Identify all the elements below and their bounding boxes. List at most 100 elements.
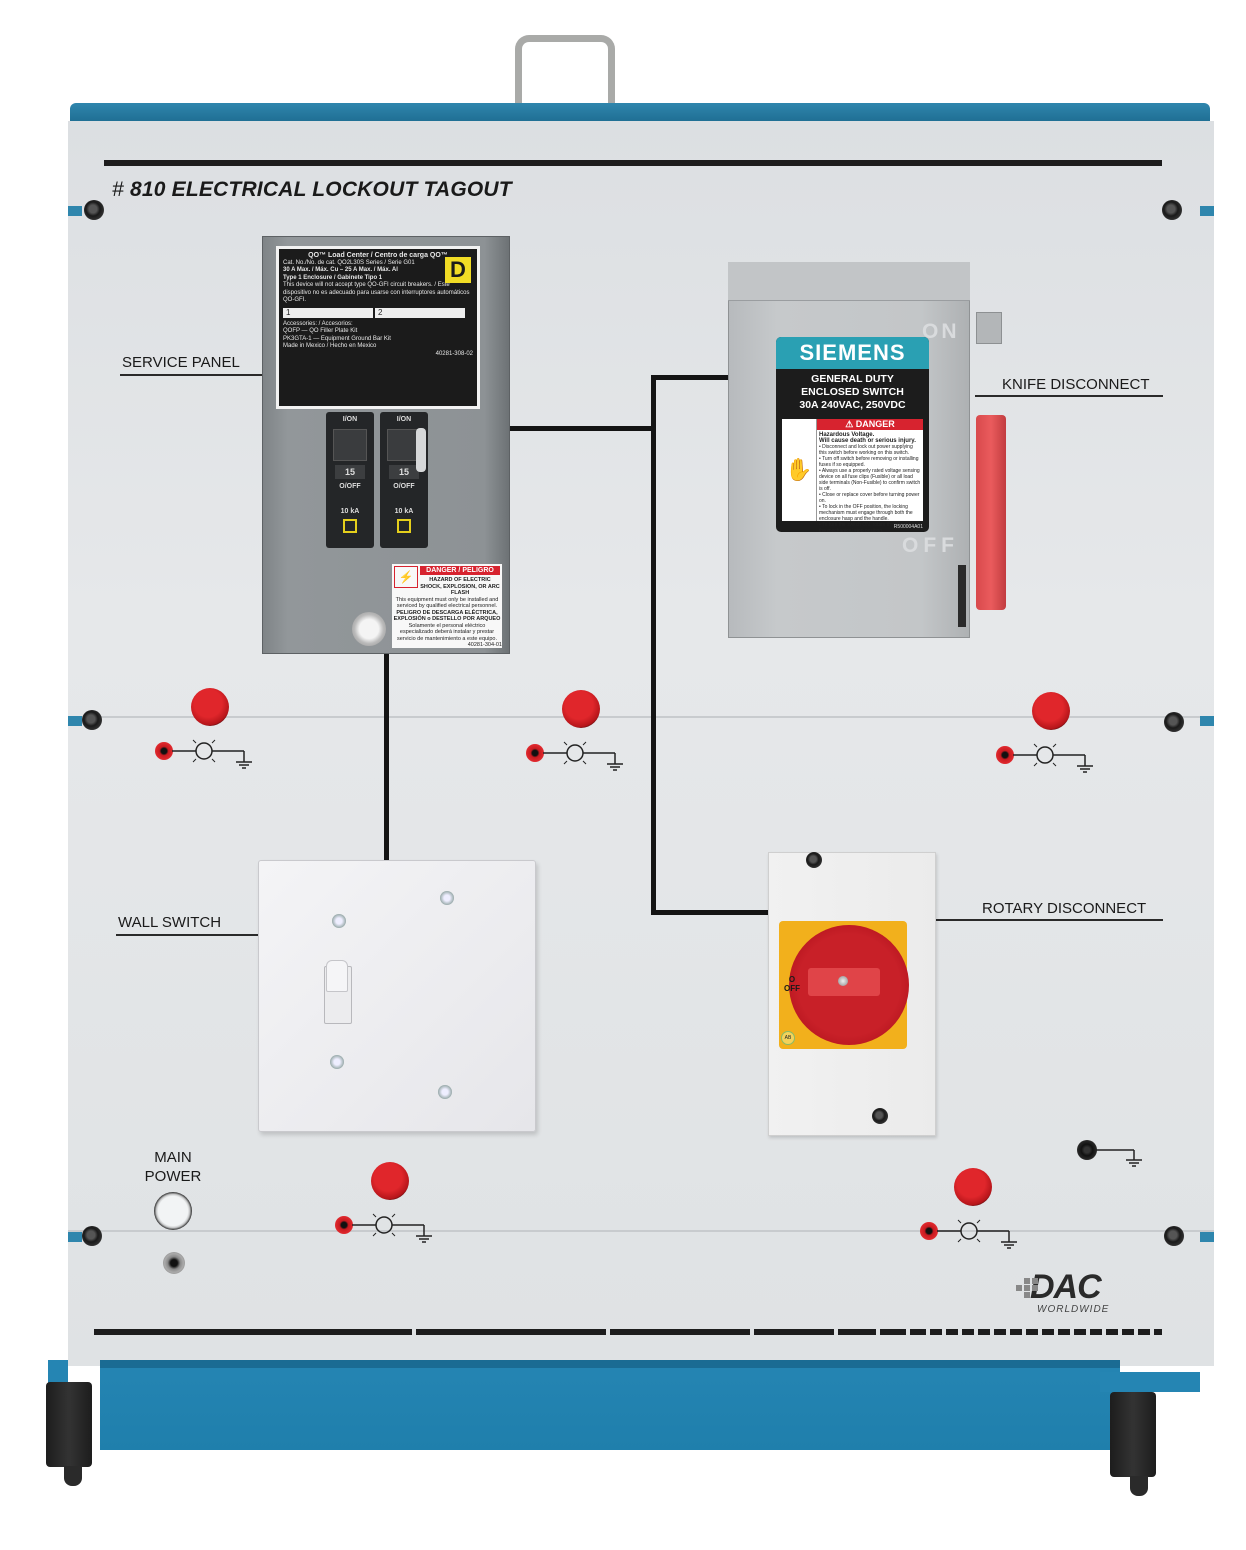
ground-jack-black[interactable] [1077, 1140, 1097, 1160]
square-d-icon [343, 519, 357, 533]
breaker-toggle[interactable] [333, 429, 367, 461]
test-jack-red[interactable] [335, 1216, 353, 1234]
hazard-bullet: • To turn the switch ON, rotate the hand… [819, 522, 916, 532]
circuit-slot-2: 2 [375, 307, 465, 318]
danger-title: DANGER / PELIGRO [420, 566, 500, 575]
panel-seam [68, 716, 1214, 718]
frame-tab [68, 716, 82, 726]
desc-line: ENCLOSED SWITCH [801, 386, 904, 398]
lamp-ground-symbol-icon [543, 741, 623, 771]
label-underline [116, 934, 258, 936]
breaker-amps: 15 [335, 465, 365, 479]
danger-zone: ✋ ⚠ DANGER Hazardous Voltage. Will cause… [782, 419, 923, 532]
panel-screw-icon [1164, 712, 1184, 732]
nameplate-note: This device will not accept type QO-GFI … [283, 282, 470, 303]
lamp-ground-symbol-icon [1013, 743, 1093, 773]
wire-to-knife [651, 375, 731, 380]
nameplate-accessory: QOFP — QO Filler Plate Kit [283, 328, 358, 334]
knife-disconnect-lid [728, 262, 970, 301]
plate-screw-icon [332, 914, 346, 928]
service-panel-danger-sticker: DANGER / PELIGRO ⚡ HAZARD OF ELECTRIC SH… [392, 564, 502, 648]
service-panel-label: SERVICE PANEL [122, 354, 240, 371]
hazard-bullet: • Turn off switch before removing or ins… [819, 456, 919, 468]
plate-screw-icon [330, 1055, 344, 1069]
breaker-on-label: I/ON [342, 416, 358, 423]
test-jack-red[interactable] [155, 742, 173, 760]
panel-screw-icon [82, 710, 102, 730]
lamp-ground-symbol-icon [937, 1219, 1017, 1249]
frame-tab [1200, 206, 1214, 216]
breaker-on-label: I/ON [396, 416, 412, 423]
circuit-slot-1: 1 [283, 307, 373, 318]
danger-en-body: This equipment must only be installed an… [395, 596, 499, 610]
frame-tab [1200, 716, 1214, 726]
wire-to-rotary [651, 910, 771, 915]
danger-es-body: Solamente el personal eléctrico especial… [397, 622, 497, 642]
plate-screw-icon [440, 891, 454, 905]
siemens-label: SIEMENS GENERAL DUTY ENCLOSED SWITCH 30A… [776, 337, 929, 532]
breaker-amps: 15 [389, 465, 419, 479]
title-rule [104, 160, 1162, 166]
desc-line: GENERAL DUTY [811, 373, 894, 385]
cover-wing-nut[interactable] [352, 612, 386, 646]
label-underline [934, 919, 1163, 921]
wall-switch-toggle[interactable] [326, 960, 348, 992]
lamp-ground-symbol-icon [172, 739, 252, 769]
logo-tagline: WORLDWIDE [1037, 1304, 1110, 1315]
service-panel-indicator-lamp [191, 688, 229, 726]
carry-handle[interactable] [515, 35, 615, 107]
lockout-latch[interactable] [958, 565, 966, 627]
frame-tab [1200, 1232, 1214, 1242]
circuit-breaker-1[interactable]: I/ON 15 O/OFF 10 kA [326, 412, 374, 548]
main-power-label: MAIN POWER [134, 1148, 212, 1186]
foot-peg-left [64, 1466, 82, 1486]
nameplate-part-no: 40281-308-02 [435, 350, 473, 357]
nameplate-made-in: Made in Mexico / Hecho en Mexico [283, 343, 377, 349]
danger-header: ⚠ DANGER [817, 419, 923, 430]
main-power-label-line: POWER [144, 1168, 202, 1185]
nameplate-accessories-label: Accessories: / Accesorios: [283, 320, 353, 327]
center-indicator-lamp [562, 690, 600, 728]
wall-switch-indicator-lamp [371, 1162, 409, 1200]
position-symbol: O [788, 975, 796, 984]
nameplate-rating: 30 A Max. / Máx. Cu – 25 A Max. / Máx. A… [283, 267, 398, 273]
logo-pixel-icon [1016, 1278, 1040, 1298]
dac-worldwide-logo: DAC WORLDWIDE [1016, 1268, 1110, 1315]
foot-peg-right [1130, 1476, 1148, 1496]
trainer-title: # 810 ELECTRICAL LOCKOUT TAGOUT [112, 178, 512, 202]
on-marking: ON [922, 320, 960, 343]
arc-flash-icon: ⚡ [394, 566, 418, 588]
hazard-sub: Will cause death or serious injury. [819, 438, 916, 444]
test-jack-red[interactable] [996, 746, 1014, 764]
top-frame-rail [70, 103, 1210, 125]
electric-shock-hand-icon: ✋ [782, 419, 817, 521]
nameplate-enclosure: Type 1 Enclosure / Gabinete Tipo 1 [283, 274, 383, 281]
lamp-ground-symbol-icon [352, 1213, 432, 1243]
breaker-ka: 10 kA [340, 508, 360, 515]
test-jack-red[interactable] [526, 744, 544, 762]
nameplate-accessory: PK3GTA-1 — Equipment Ground Bar Kit [283, 335, 391, 342]
square-d-icon [397, 519, 411, 533]
wire-vertical-right [651, 375, 656, 915]
rubber-foot-right [1110, 1392, 1156, 1477]
knife-disconnect-indicator-lamp [1032, 692, 1070, 730]
breaker-off-label: O/OFF [339, 483, 361, 490]
knife-disconnect-handle[interactable] [976, 415, 1006, 610]
title-text: 810 ELECTRICAL LOCKOUT TAGOUT [129, 178, 512, 201]
power-input-jack[interactable] [163, 1252, 185, 1274]
knob-screw-icon [838, 976, 848, 986]
off-marking: OFF [902, 534, 959, 557]
wire-panel-to-switch [384, 654, 389, 862]
test-jack-red[interactable] [920, 1222, 938, 1240]
allen-bradley-badge: AB [781, 1031, 795, 1045]
rotary-disconnect-indicator-lamp [954, 1168, 992, 1206]
enclosure-screw-icon [806, 852, 822, 868]
logo-name: DAC [1030, 1268, 1102, 1306]
nameplate-cat-no: Cat. No./No. de cat. QO2L30S Series / Se… [283, 259, 415, 266]
plate-screw-icon [438, 1085, 452, 1099]
rubber-foot-left [46, 1382, 92, 1467]
hazard-bullet: • Close or replace cover before turning … [819, 492, 920, 504]
main-power-button[interactable] [154, 1192, 192, 1230]
enclosure-hasp[interactable] [976, 312, 1002, 344]
breaker-handle-tie [416, 428, 426, 472]
